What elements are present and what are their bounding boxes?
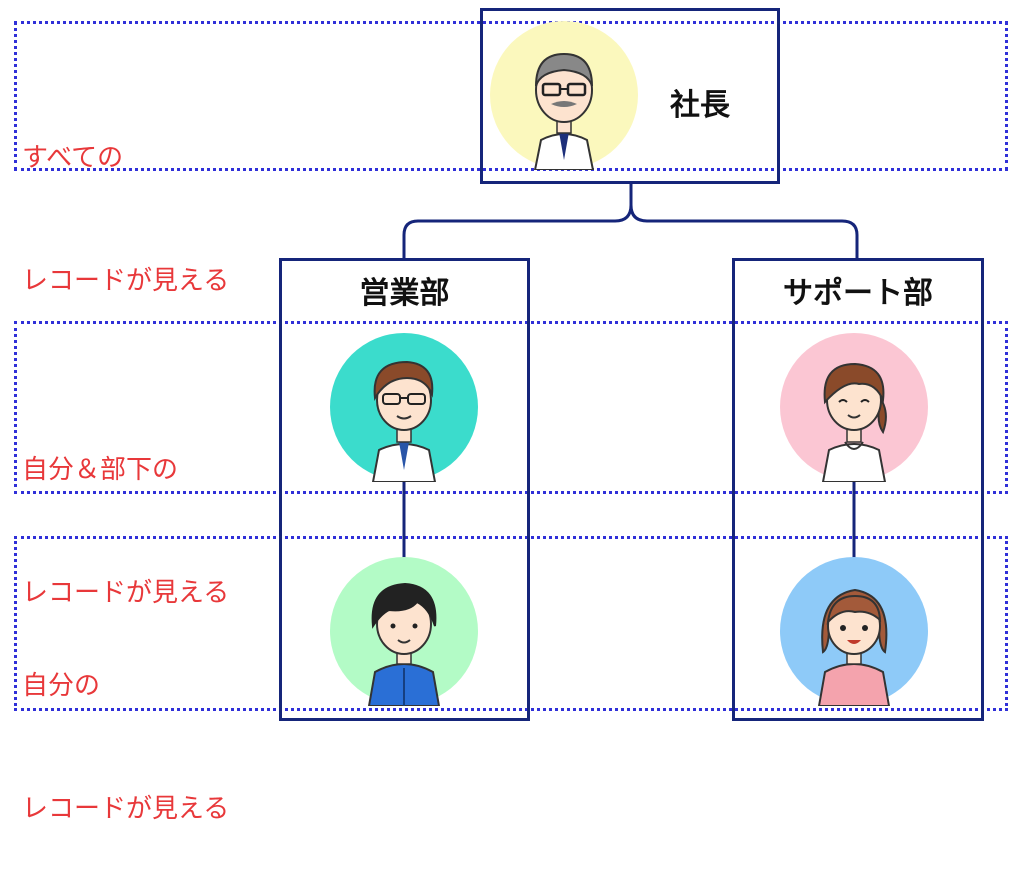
band-label-subordinates: 自分＆部下の レコードが見える xyxy=(22,368,229,655)
woman-pink-hoodie-avatar-icon xyxy=(780,557,928,706)
band-label-all-line1: すべての xyxy=(22,143,124,173)
man-glasses-tie-avatar-icon xyxy=(330,333,478,482)
org-connectors xyxy=(402,183,859,558)
woman-ponytail-blouse-avatar-icon xyxy=(780,333,928,482)
bald-man-glasses-mustache-avatar-icon xyxy=(490,21,638,170)
band-label-all: すべての レコードが見える xyxy=(22,56,229,343)
sales-department-box xyxy=(279,258,530,721)
band-label-subordinates-line1: 自分＆部下の xyxy=(22,455,179,485)
band-label-self-line1: 自分の xyxy=(22,671,101,701)
band-label-all-line2: レコードが見える xyxy=(22,266,230,296)
sales-department-title: 営業部 xyxy=(359,276,450,311)
connector-president-to-departments xyxy=(402,183,859,258)
support-department-box xyxy=(732,258,984,721)
president-box xyxy=(480,8,780,184)
man-blue-hoodie-avatar-icon xyxy=(330,557,478,706)
president-title: 社長 xyxy=(670,88,730,123)
band-label-subordinates-line2: レコードが見える xyxy=(22,578,230,608)
band-label-self-line2: レコードが見える xyxy=(22,794,230,824)
band-all-records xyxy=(14,21,1008,171)
band-self-only xyxy=(14,536,1008,711)
band-self-and-subordinates xyxy=(14,321,1008,494)
support-department-title: サポート部 xyxy=(783,276,933,311)
